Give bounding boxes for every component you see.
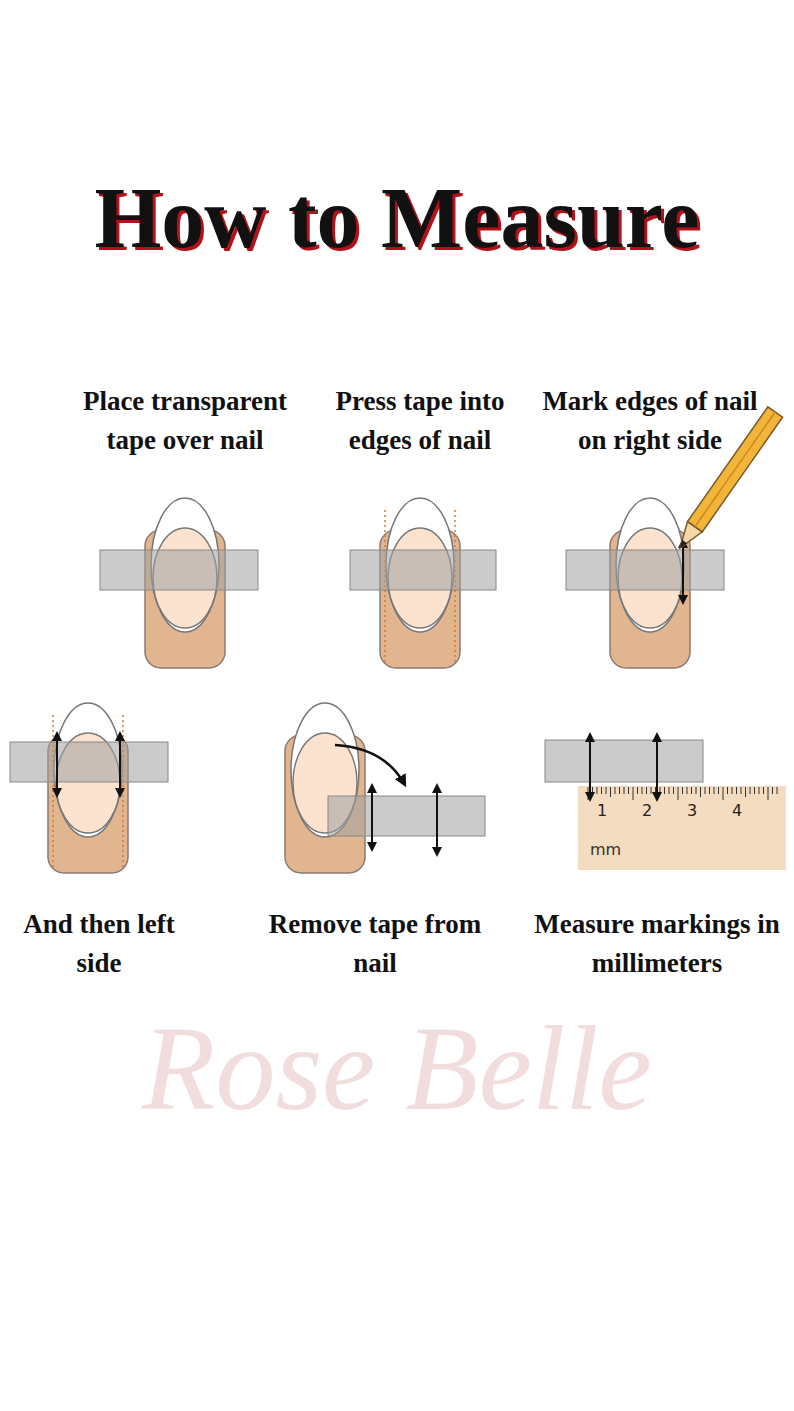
step-caption: Place transparent tape over nail (62, 382, 308, 460)
ruler-tick (633, 787, 634, 800)
ruler-tick (660, 787, 661, 794)
ruler-number: 4 (732, 801, 742, 820)
step-caption: And then left side (8, 905, 190, 983)
ruler-number: 2 (642, 801, 652, 820)
ruler-tick (642, 787, 643, 794)
ruler-tick (759, 787, 760, 794)
ruler-tick (637, 787, 638, 794)
ruler-tick (723, 787, 724, 800)
ruler-tick (628, 787, 629, 794)
ruler-tick (754, 787, 755, 794)
ruler-tick (745, 787, 746, 797)
finger (350, 498, 496, 668)
ruler-tick (592, 787, 593, 794)
ruler-tick (610, 787, 611, 797)
ruler-tick (718, 787, 719, 794)
unit-label: mm (590, 840, 621, 859)
ruler-tick (646, 787, 647, 794)
ruler-tick (709, 787, 710, 794)
ruler-tick (691, 787, 692, 794)
ruler-tick (651, 787, 652, 794)
ruler-tick (687, 787, 688, 794)
ruler-tick (597, 787, 598, 794)
step-caption: Press tape into edges of nail (322, 382, 518, 460)
step-caption: Remove tape from nail (268, 905, 482, 983)
step-caption: Measure markings in millimeters (526, 905, 788, 983)
ruler (545, 734, 786, 870)
ruler-tick (624, 787, 625, 794)
ruler-tick (714, 787, 715, 794)
finger (10, 703, 168, 873)
title: How to Measure (0, 168, 794, 268)
ruler-tick (741, 787, 742, 794)
watermark: Rose Belle (142, 1000, 652, 1138)
ruler-tick (777, 787, 778, 794)
ruler-tick (655, 787, 656, 797)
ruler-tick (619, 787, 620, 794)
ruler-tick (696, 787, 697, 794)
ruler-tick (601, 787, 602, 794)
ruler-tick (606, 787, 607, 794)
ruler-number: 3 (687, 801, 697, 820)
ruler-tick (768, 787, 769, 800)
ruler-tick (615, 787, 616, 794)
step-caption: Mark edges of nail on right side (530, 382, 770, 460)
ruler-number: 1 (597, 801, 607, 820)
ruler-tick (750, 787, 751, 794)
finger (285, 703, 485, 873)
ruler-tick (673, 787, 674, 794)
ruler-tick (682, 787, 683, 794)
finger (100, 498, 258, 668)
ruler-tick (772, 787, 773, 794)
ruler-tick (727, 787, 728, 794)
ruler-tick (588, 787, 589, 800)
ruler-tick (669, 787, 670, 794)
ruler-tick (678, 787, 679, 800)
ruler-tick (763, 787, 764, 794)
ruler-tick (732, 787, 733, 794)
ruler-tick (700, 787, 701, 797)
ruler-tick (736, 787, 737, 794)
ruler-tick (705, 787, 706, 794)
ruler-tick (664, 787, 665, 794)
